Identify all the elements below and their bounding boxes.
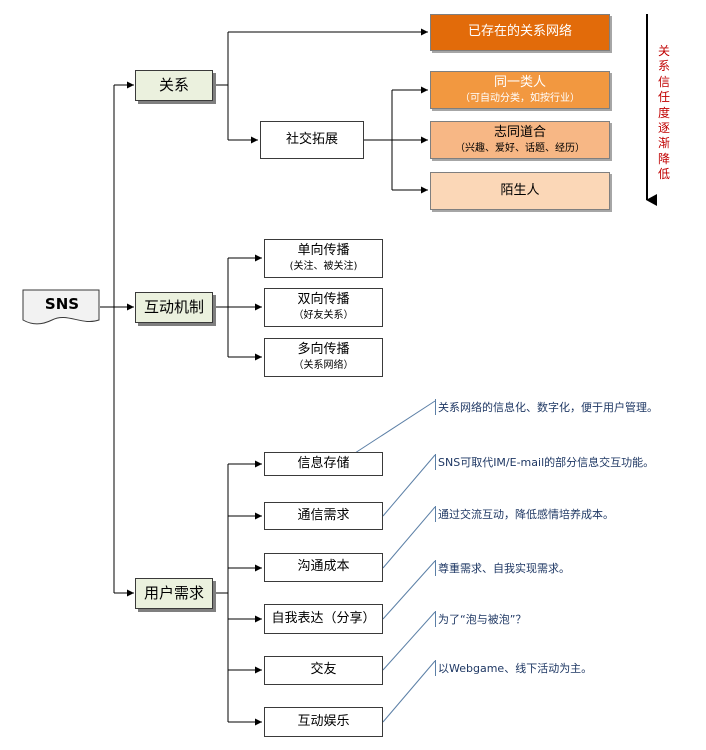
communication-label: 通信需求: [297, 507, 350, 523]
node-friends: 交友: [264, 656, 383, 685]
entertainment-label: 互动娱乐: [297, 713, 350, 729]
node-entertainment: 互动娱乐: [264, 707, 383, 737]
node-self-expression: 自我表达（分享）: [264, 604, 383, 634]
needs-connectors: [213, 460, 262, 726]
node-same-type: 同一类人 （可自动分类，如按行业）: [430, 71, 610, 109]
relation-connectors: [213, 28, 428, 194]
comm-cost-label: 沟通成本: [297, 559, 350, 575]
root-node: SNS: [24, 290, 100, 318]
self-expression-label: 自我表达（分享）: [271, 610, 376, 626]
node-stranger: 陌生人: [430, 172, 610, 210]
category-interaction-label: 互动机制: [143, 298, 204, 317]
stranger-label: 陌生人: [500, 182, 540, 198]
same-type-sub: （可自动分类，如按行业）: [460, 92, 580, 104]
note-friends: 为了“泡与被泡”？: [435, 611, 528, 627]
multi-way-title: 多向传播: [297, 342, 350, 358]
social-expansion-label: 社交拓展: [285, 131, 338, 147]
two-way-sub: （好友关系）: [293, 310, 354, 322]
note-self-expression: 尊重需求、自我实现需求。: [435, 560, 572, 576]
interaction-connectors: [213, 254, 262, 361]
category-needs: 用户需求: [135, 578, 213, 609]
node-comm-cost: 沟通成本: [264, 553, 383, 582]
note-leaders: [354, 400, 436, 723]
node-existing-network: 已存在的关系网络: [430, 14, 610, 51]
shared-interest-title: 志同道合: [493, 124, 546, 140]
node-one-way: 单向传播 (关注、被关注): [264, 239, 383, 278]
one-way-title: 单向传播: [297, 243, 350, 259]
existing-network-label: 已存在的关系网络: [467, 24, 572, 40]
category-needs-label: 用户需求: [143, 584, 204, 603]
node-two-way: 双向传播 （好友关系）: [264, 288, 383, 327]
root-label: SNS: [44, 294, 80, 313]
node-multi-way: 多向传播 （关系网络）: [264, 338, 383, 377]
category-interaction: 互动机制: [135, 292, 213, 323]
root-connectors: [100, 81, 134, 597]
one-way-sub: (关注、被关注): [289, 261, 358, 273]
note-entertainment: 以Webgame、线下活动为主。: [435, 660, 594, 676]
same-type-title: 同一类人: [493, 74, 546, 90]
note-info-storage: 关系网络的信息化、数字化，便于用户管理。: [435, 399, 660, 415]
trust-decrease-label: 关系信任度逐渐降低: [657, 44, 670, 182]
category-relation-label: 关系: [158, 76, 189, 95]
friends-label: 交友: [310, 662, 337, 678]
two-way-title: 双向传播: [297, 292, 350, 308]
root-node-shape: [22, 289, 100, 325]
shared-interest-sub: （兴趣、爱好、话题、经历）: [455, 142, 585, 154]
multi-way-sub: （关系网络）: [293, 360, 354, 372]
note-communication: SNS可取代IM/E-mail的部分信息交互功能。: [435, 454, 656, 470]
node-info-storage: 信息存储: [264, 452, 383, 476]
category-relation: 关系: [135, 70, 213, 101]
info-storage-label: 信息存储: [297, 455, 350, 471]
node-social-expansion: 社交拓展: [260, 121, 364, 159]
node-communication: 通信需求: [264, 502, 383, 530]
note-comm-cost: 通过交流互动，降低感情培养成本。: [435, 506, 616, 522]
node-shared-interest: 志同道合 （兴趣、爱好、话题、经历）: [430, 121, 610, 159]
